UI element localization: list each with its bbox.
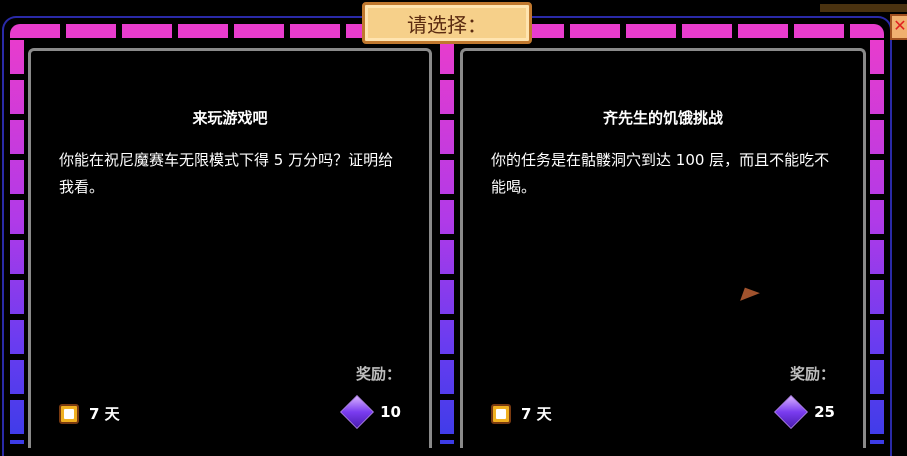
qi-gem-icon (774, 395, 809, 429)
frame-rail-left (10, 40, 24, 444)
clock-icon (59, 403, 79, 424)
reward-amount: 10 (380, 403, 401, 421)
banner-title: 请选择： (407, 12, 487, 37)
frame-rail-center (440, 40, 454, 444)
duration-text: 7 天 (521, 405, 552, 423)
reward-label: 奖励： (789, 365, 835, 383)
close-icon[interactable]: ✕ (890, 14, 907, 40)
reward-amount: 25 (814, 403, 835, 421)
reward-label: 奖励： (355, 365, 401, 383)
quest-title: 来玩游戏吧 (192, 109, 268, 127)
quest-reward: 10 (340, 395, 401, 429)
quest-description: 你的任务是在骷髅洞穴到达 100 层，而且不能吃不能喝。 (491, 151, 830, 196)
quest-card-1[interactable]: 来玩游戏吧 你能在祝尼魔赛车无限模式下得 5 万分吗？证明给我看。 奖励： 7 … (28, 48, 432, 448)
background-wood (820, 4, 907, 12)
duration-text: 7 天 (89, 405, 120, 423)
frame-rail-right (870, 40, 884, 444)
quest-card-2[interactable]: 齐先生的饥饿挑战 你的任务是在骷髅洞穴到达 100 层，而且不能吃不能喝。 奖励… (460, 48, 866, 448)
quest-description: 你能在祝尼魔赛车无限模式下得 5 万分吗？证明给我看。 (59, 151, 394, 196)
title-banner: 请选择： (362, 2, 532, 44)
quest-duration: 7 天 (491, 403, 552, 424)
qi-gem-icon (340, 395, 375, 429)
quest-title: 齐先生的饥饿挑战 (602, 109, 723, 127)
quest-reward: 25 (774, 395, 835, 429)
quest-duration: 7 天 (59, 403, 120, 424)
clock-icon (491, 403, 511, 424)
